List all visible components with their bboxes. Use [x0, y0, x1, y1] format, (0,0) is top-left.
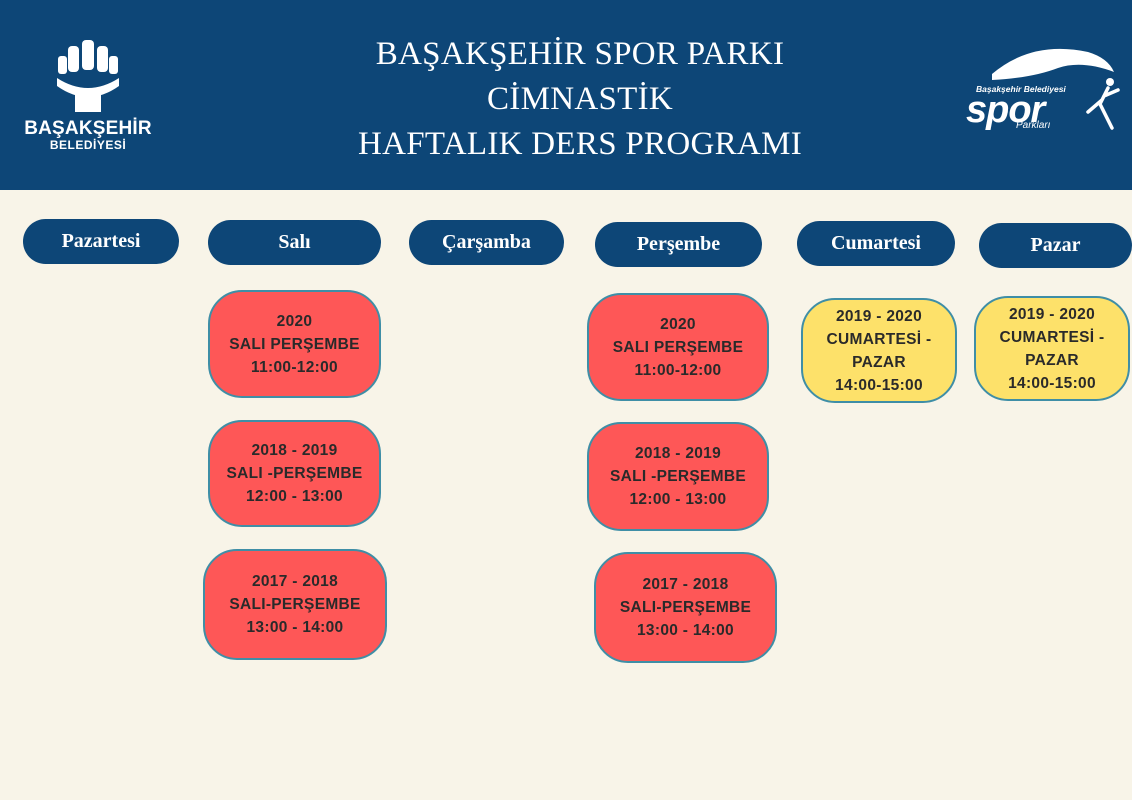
session-card-pazar: 2019 - 2020 CUMARTESİ - PAZAR 14:00-15:0… [974, 296, 1130, 401]
session-card-sali-2017-2018: 2017 - 2018 SALI-PERŞEMBE 13:00 - 14:00 [203, 549, 387, 660]
session-time: 12:00 - 13:00 [246, 488, 343, 505]
session-days: SALI PERŞEMBE [612, 338, 744, 356]
spor-parklari-logo: Başakşehir Belediyesi spor Parkları [962, 46, 1122, 142]
session-year: 2018 - 2019 [251, 442, 338, 459]
logo-subtitle: BELEDİYESİ [49, 138, 127, 152]
day-pazar: Pazar [979, 223, 1132, 268]
session-year: 2020 [276, 312, 313, 330]
session-days: PAZAR [852, 353, 906, 371]
day-pazartesi: Pazartesi [23, 219, 179, 264]
session-year: 2017 - 2018 [642, 576, 729, 593]
session-card-persembe-2018-2019: 2018 - 2019 SALI -PERŞEMBE 12:00 - 13:00 [587, 422, 769, 531]
session-card-sali-2020: 2020 SALI PERŞEMBE 11:00-12:00 [208, 290, 381, 398]
session-year: 2017 - 2018 [251, 573, 339, 590]
session-card-persembe-2017-2018: 2017 - 2018 SALI-PERŞEMBE 13:00 - 14:00 [594, 552, 777, 663]
day-sali: Salı [208, 220, 381, 265]
session-time: 14:00-15:00 [835, 376, 923, 394]
page-title: BAŞAKŞEHİR SPOR PARKI CİMNASTİK HAFTALIK… [250, 32, 910, 167]
session-year: 2019 - 2020 [1008, 305, 1096, 323]
session-card-cumartesi: 2019 - 2020 CUMARTESİ - PAZAR 14:00-15:0… [801, 298, 957, 403]
day-cumartesi: Cumartesi [797, 221, 955, 266]
logo-main-text: spor [966, 89, 1045, 131]
logo-top-text: Başakşehir Belediyesi [976, 84, 1066, 94]
session-time: 13:00 - 14:00 [637, 622, 734, 639]
title-line: HAFTALIK DERS PROGRAMI [358, 126, 802, 162]
session-time: 11:00-12:00 [634, 361, 722, 379]
session-days: CUMARTESİ - [999, 328, 1105, 346]
session-year: 2019 - 2020 [835, 307, 923, 325]
session-days: SALI-PERŞEMBE [229, 596, 361, 613]
session-year: 2020 [660, 315, 696, 333]
session-card-sali-2018-2019: 2018 - 2019 SALI -PERŞEMBE 12:00 - 13:00 [208, 420, 381, 527]
title-line: BAŞAKŞEHİR SPOR PARKI [375, 36, 785, 72]
day-persembe: Perşembe [595, 222, 762, 267]
title-line: CİMNASTİK [486, 81, 674, 117]
day-carsamba: Çarşamba [409, 220, 564, 265]
wheat-hand-emblem-icon [57, 40, 119, 112]
session-year: 2018 - 2019 [634, 445, 722, 462]
session-days: SALI-PERŞEMBE [619, 599, 752, 616]
basaksehir-logo: BAŞAKŞEHİR BELEDİYESİ [18, 38, 158, 158]
session-time: 14:00-15:00 [1008, 374, 1096, 392]
session-days: CUMARTESİ - [826, 330, 932, 348]
session-days: SALI -PERŞEMBE [226, 465, 363, 482]
logo-name: BAŞAKŞEHİR [24, 118, 152, 139]
logo-sub-text: Parkları [1016, 120, 1051, 131]
session-card-persembe-2020: 2020 SALI PERŞEMBE 11:00-12:00 [587, 293, 769, 401]
session-time: 12:00 - 13:00 [629, 491, 727, 508]
session-days: SALI -PERŞEMBE [610, 468, 746, 485]
session-days: SALI PERŞEMBE [229, 335, 360, 353]
session-time: 13:00 - 14:00 [246, 619, 344, 636]
header-banner: BAŞAKŞEHİR BELEDİYESİ BAŞAKŞEHİR SPOR PA… [0, 0, 1132, 190]
runner-flag-icon [992, 48, 1120, 130]
session-time: 11:00-12:00 [251, 358, 338, 376]
session-days: PAZAR [1025, 351, 1079, 369]
